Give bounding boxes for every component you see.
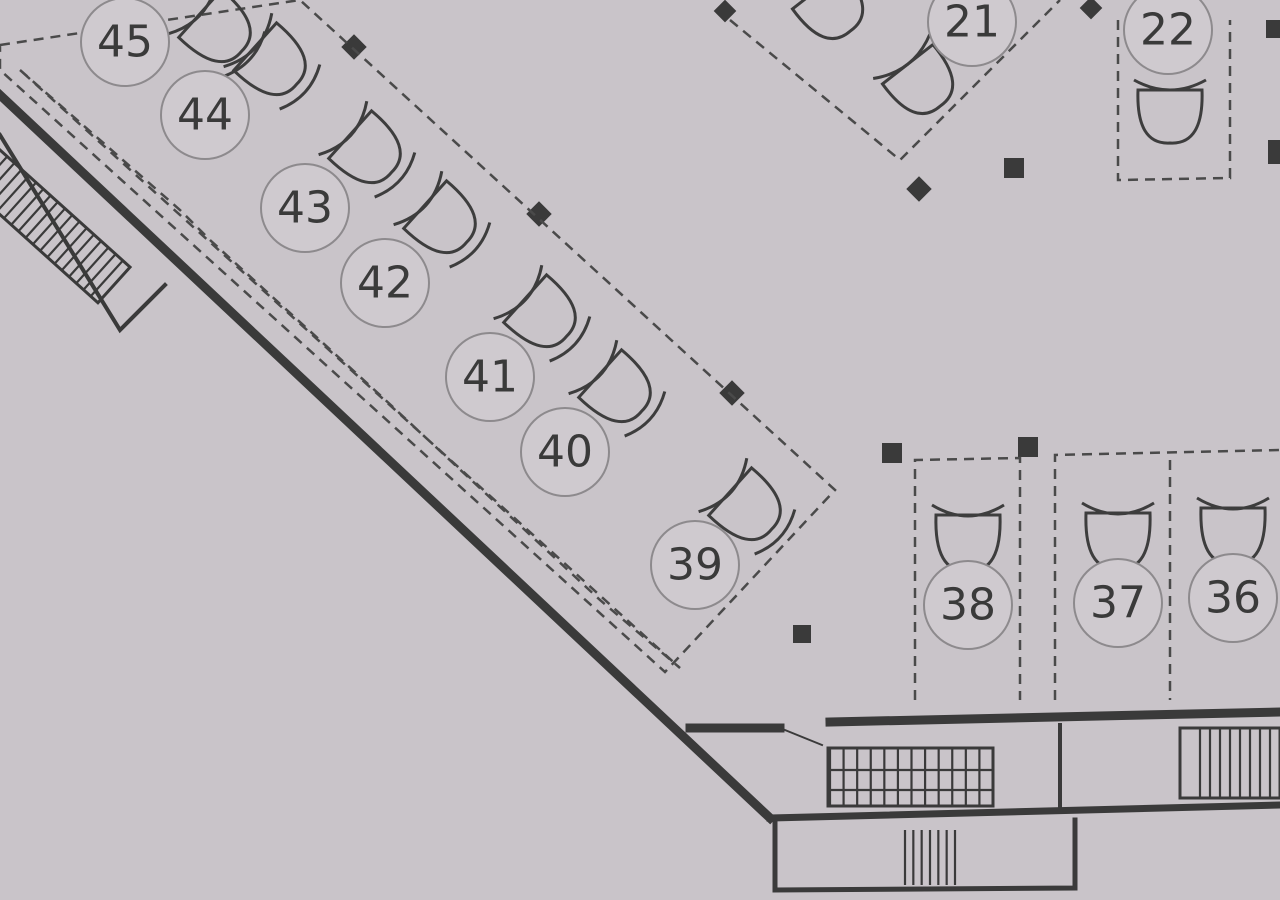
parking-space-42[interactable]: 42 [340,170,499,328]
car-icon [393,170,492,269]
space-number-badge [160,70,250,160]
space-number-badge [80,0,170,87]
stairs-lower-box [903,830,957,885]
space-number: 21 [944,0,1000,48]
bottom-bay-outline [913,456,1022,700]
parking-space-36[interactable]: 36 [1188,496,1278,643]
space-number-badge [927,0,1017,67]
walls [0,88,1280,893]
pillar [882,443,902,463]
stairs-bottom-right [1178,726,1280,800]
space-number: 40 [537,427,593,478]
space-number-badge [1073,558,1163,648]
space-number-badge [445,332,535,422]
parking-space-39[interactable]: 39 [650,457,804,610]
pillar [1079,0,1103,20]
pillar [713,0,737,23]
pillar [341,34,367,60]
car-icon [568,339,667,438]
diagonal-inner-wall [0,132,168,334]
parking-space-37[interactable]: 37 [1073,501,1163,648]
parking-space-40[interactable]: 40 [520,339,674,497]
diagonal-outer-wall [0,88,777,825]
space-number-badge [1188,553,1278,643]
car-icon [1133,78,1207,145]
pillar [1004,158,1024,178]
parking-space-22[interactable]: 22 [1123,0,1213,75]
pillar [906,176,932,202]
space-number: 41 [462,352,518,403]
car-icon [872,33,955,116]
space-number: 38 [940,580,996,631]
pillar [793,625,811,643]
parking-space-21[interactable]: 21 [927,0,1017,67]
parking-space-44[interactable]: 44 [160,12,329,160]
car-icon [698,457,797,556]
pillar [1018,437,1038,457]
lower-box [772,815,1078,893]
space-number: 37 [1090,578,1146,629]
parking-space-38[interactable]: 38 [923,503,1013,650]
space-number-badge [340,238,430,328]
stairs-bottom [826,746,995,808]
parking-space-45[interactable]: 45 [80,0,274,87]
lower-wall [766,801,1280,822]
pillar [719,380,745,406]
space-number-badge [260,163,350,253]
space-number-badge [650,520,740,610]
space-number: 22 [1140,5,1196,56]
pillar [1266,20,1280,38]
car-icon [493,264,592,363]
space-number: 42 [357,258,413,309]
space-number-badge [923,560,1013,650]
bottom-wall-main [825,707,1280,727]
pillar [1268,140,1280,164]
stairs-top-left [0,147,133,305]
space-number: 45 [97,17,153,68]
bay-outline-top [729,0,1061,162]
car-icon [318,100,417,199]
parking-space-43[interactable]: 43 [260,100,424,253]
space-number-badge [1123,0,1213,75]
parking-spaces: 45 44 43 42 41 40 39 38 37 36 21 22 [80,0,1278,650]
pillar [526,201,552,227]
space-number: 44 [177,90,233,141]
ramp-edge [778,726,824,747]
parking-space-41[interactable]: 41 [445,264,599,422]
bottom-bay-outline [1053,448,1280,700]
car-icon [790,0,865,41]
car-icon [223,12,322,111]
space-number-badge [520,407,610,497]
diagonal-bay-outline-inner [19,69,681,669]
space-number: 39 [667,540,723,591]
space-number: 36 [1205,573,1261,624]
space-number: 43 [277,183,333,234]
